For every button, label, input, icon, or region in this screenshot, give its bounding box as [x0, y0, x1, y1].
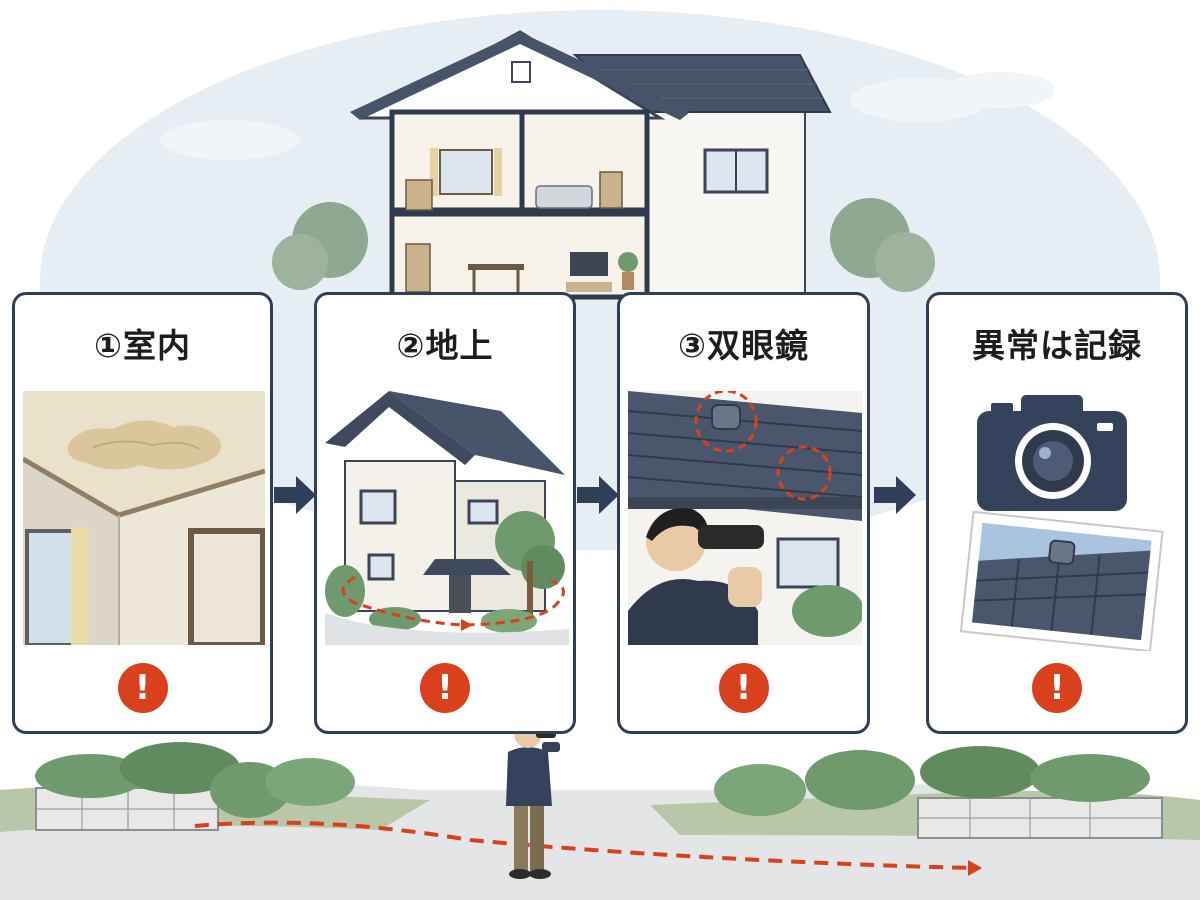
route-arrowhead [968, 860, 982, 876]
arrow-right-icon [577, 476, 619, 514]
roof-inspection-illustration [628, 391, 862, 645]
damage-marker [694, 391, 758, 453]
exclamation-icon: ! [420, 663, 470, 713]
roof-photo [959, 510, 1164, 651]
step-title: ③双眼鏡 [678, 326, 809, 365]
route-dashed-line [194, 820, 976, 870]
cloud [160, 120, 300, 160]
arrow-right-icon [874, 476, 916, 514]
stone-wall [917, 797, 1163, 839]
exclamation-icon: ! [718, 663, 769, 713]
arrow-right-icon [274, 476, 316, 514]
step-card-binoculars: ③双眼鏡 ! [617, 292, 870, 734]
exclamation-icon: ! [117, 663, 168, 713]
house-exterior-illustration [325, 391, 569, 645]
exclamation-icon: ! [1032, 663, 1082, 713]
step-card-ground: ②地上 ! [314, 292, 576, 734]
step-title: ②地上 [396, 326, 494, 365]
cloud [945, 72, 1055, 108]
binoculars-icon [698, 525, 764, 549]
step-card-record: 異常は記録 ! [926, 292, 1188, 734]
step-title: 異常は記録 [972, 326, 1142, 365]
house-cutaway-icon [350, 30, 832, 300]
step-card-indoor: ①室内 ! [12, 292, 273, 734]
camera-icon [977, 395, 1127, 511]
ceiling-stain-illustration [23, 391, 265, 645]
damage-marker [776, 445, 832, 501]
step-title: ①室内 [94, 326, 191, 365]
camera-and-photo-illustration [959, 395, 1164, 651]
hedges [35, 742, 1150, 818]
water-stain [67, 420, 221, 470]
